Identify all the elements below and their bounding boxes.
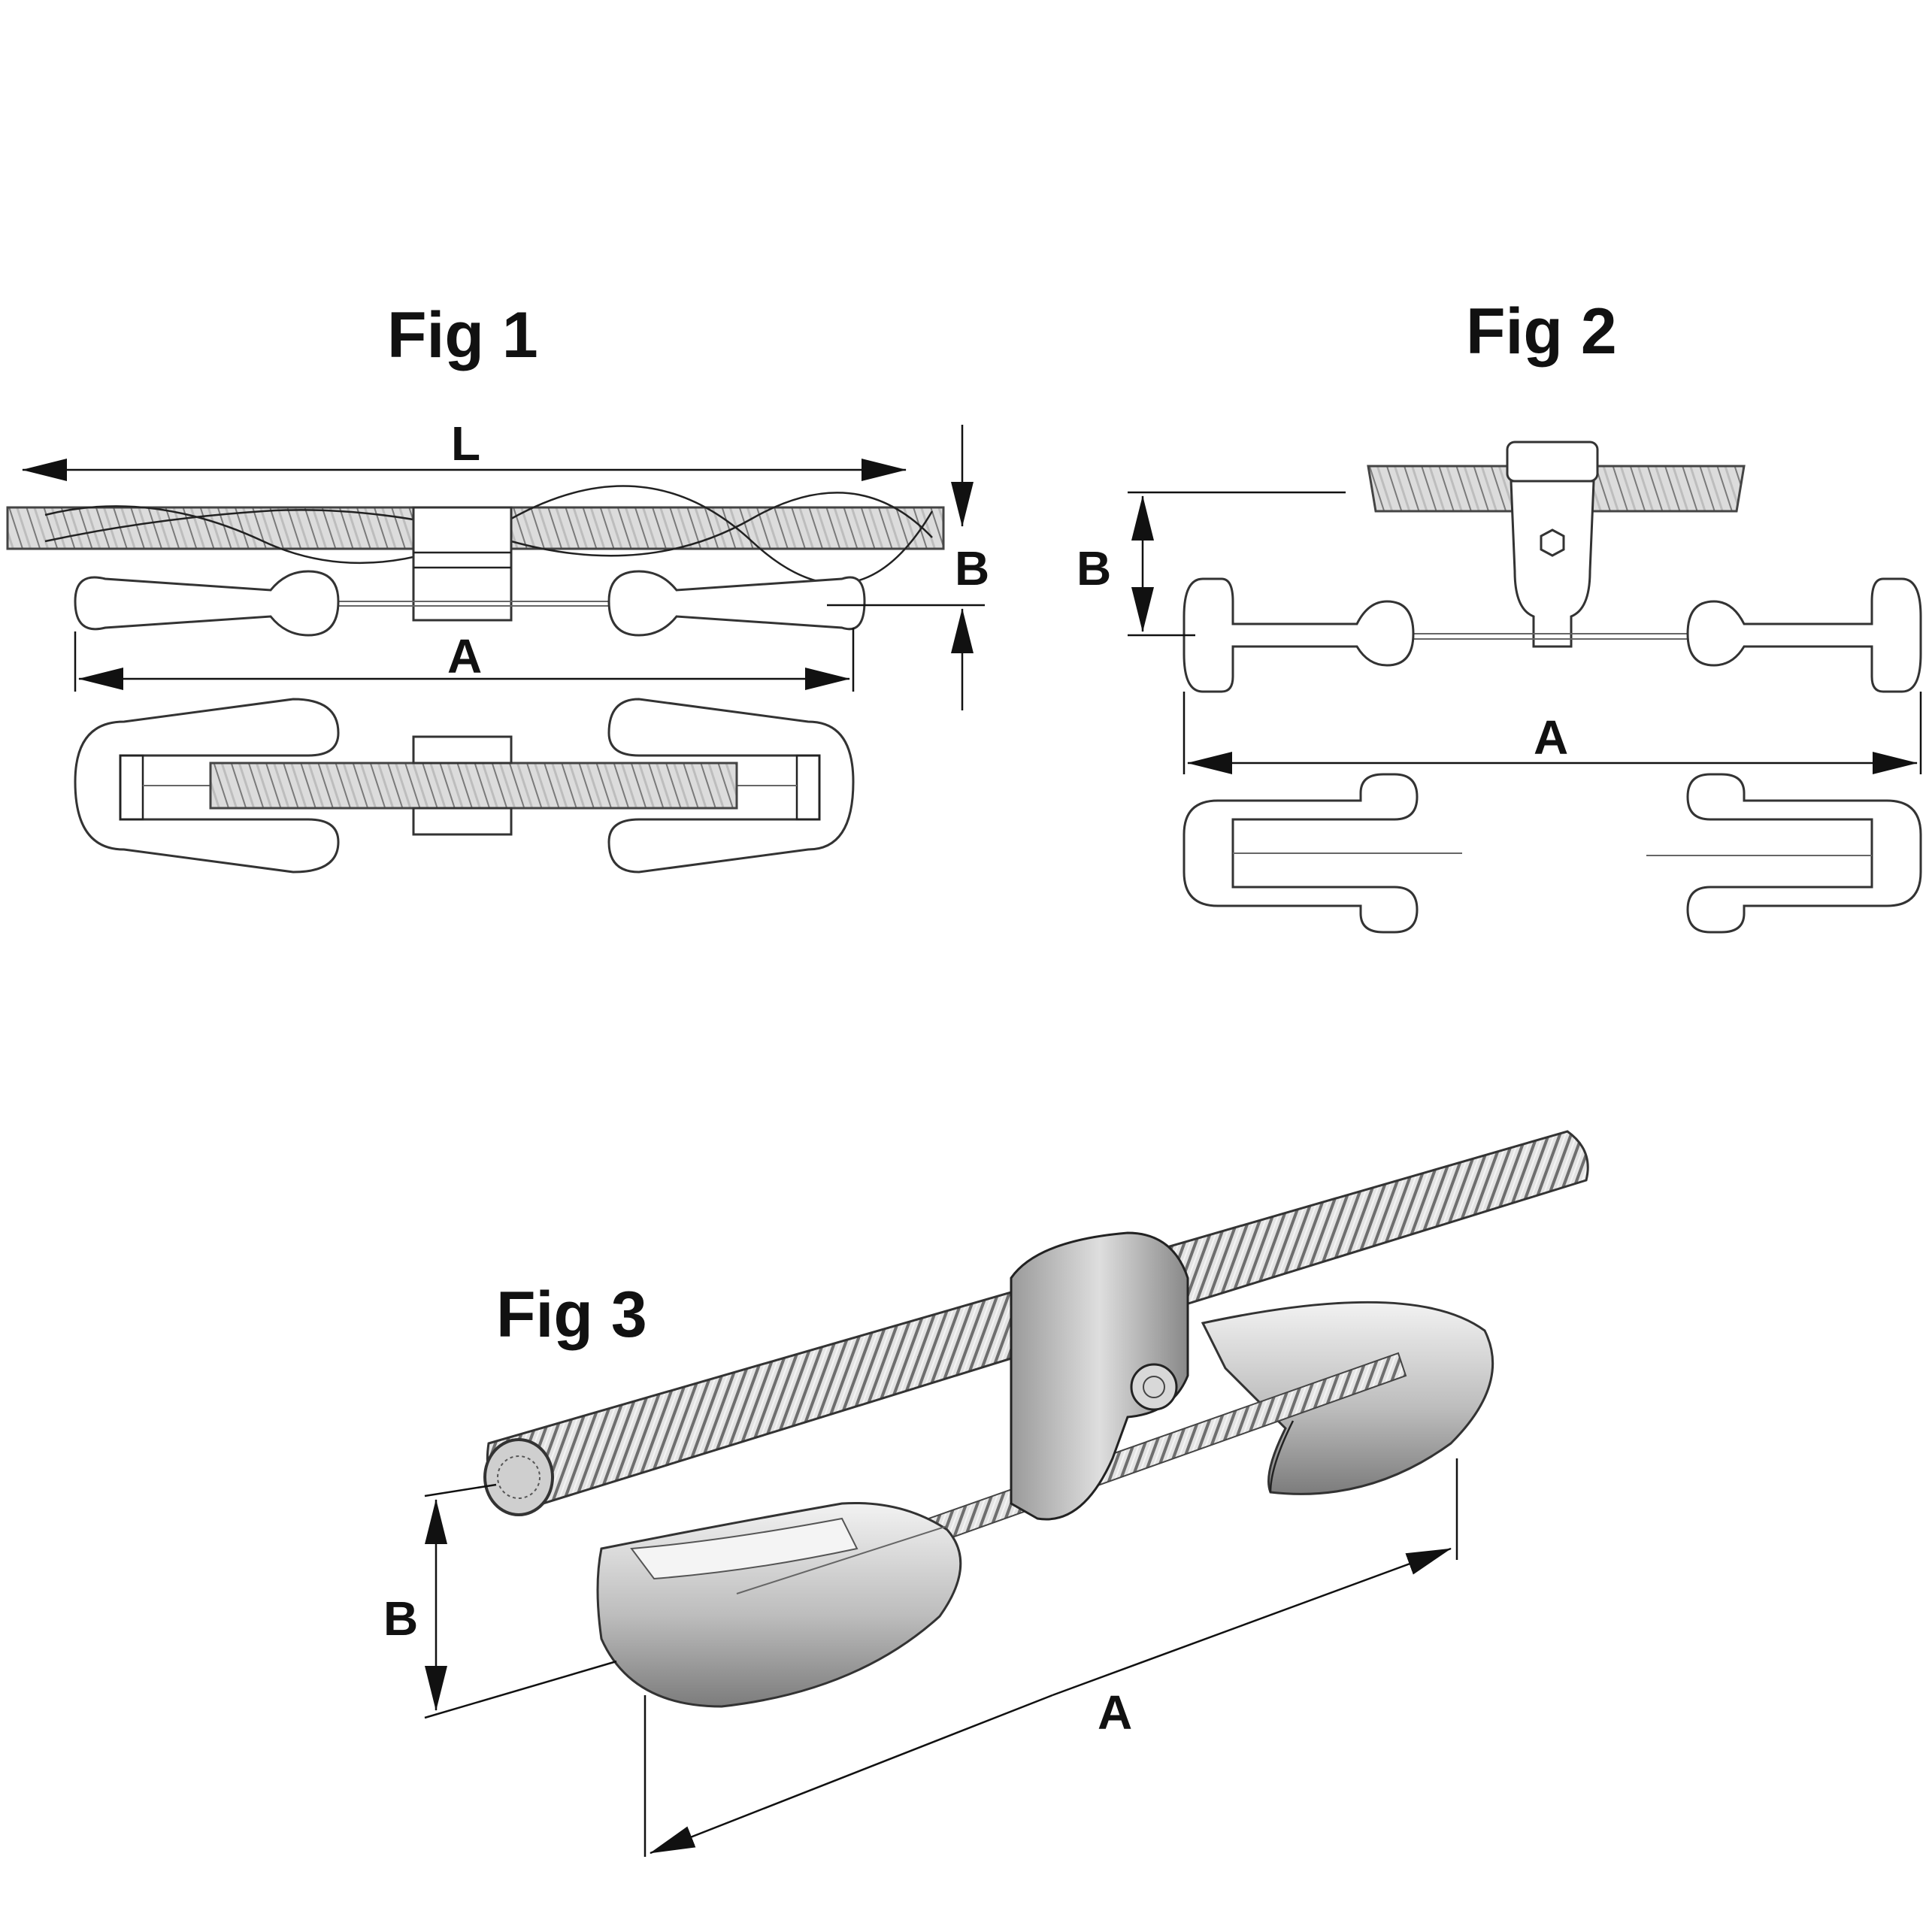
fig3-width-dimension-line — [650, 1694, 1053, 1855]
fig1-drawing: Fig 1 L A B — [6, 299, 989, 874]
fig1-title: Fig 1 — [387, 299, 538, 371]
fig2-width-label: A — [1534, 710, 1568, 765]
fig1-clamp — [412, 506, 513, 622]
fig1-length-label: L — [451, 416, 480, 471]
fig2-drawing: Fig 2 B A — [1077, 295, 1922, 934]
fig2-left-weight — [1183, 577, 1415, 693]
fig1-width-label: A — [447, 629, 482, 683]
fig2-clamp — [1510, 480, 1595, 648]
fig2-height-label: B — [1077, 541, 1111, 595]
fig2-plan-view — [1183, 773, 1922, 934]
fig3-height-label: B — [383, 1591, 418, 1646]
fig2-right-weight — [1686, 577, 1922, 693]
fig3-clamp — [1010, 1231, 1189, 1521]
fig3-width-label: A — [1098, 1685, 1132, 1740]
fig2-title: Fig 2 — [1466, 295, 1617, 368]
fig1-right-weight — [607, 570, 866, 637]
bolt-icon — [1130, 1363, 1178, 1411]
fig3-drawing: Fig 3 B A — [383, 1130, 1589, 1857]
fig3-title: Fig 3 — [496, 1279, 647, 1351]
fig3-right-weight — [1201, 1301, 1494, 1495]
fig1-plan-view — [74, 698, 855, 874]
fig1-height-label: B — [955, 541, 989, 595]
fig1-left-weight — [74, 570, 340, 637]
bolt-icon — [1540, 528, 1565, 557]
